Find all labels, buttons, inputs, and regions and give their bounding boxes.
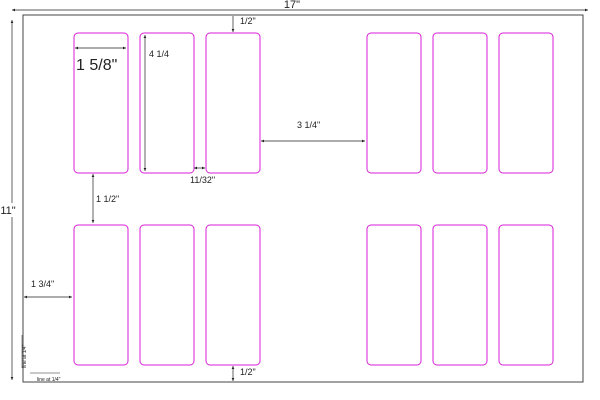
center-gap-dimension: 3 1/4" <box>261 120 365 143</box>
label-outline-r1-c6 <box>498 32 554 174</box>
column-gap-dimension: 11/32" <box>190 166 215 185</box>
corner-note-vertical: line at 1/4" <box>22 344 28 368</box>
label-outline-r1-c3 <box>205 32 261 174</box>
corner-notes: line at 1/4" line at 1/4" <box>21 335 61 383</box>
sheet-width-label: 17" <box>284 0 300 11</box>
label-outline-r2-c3 <box>205 224 261 366</box>
label-height-dimension: 4 1/4 <box>143 35 169 171</box>
top-margin-dimension: 1/2" <box>231 16 256 32</box>
label-outline-r2-c4 <box>366 224 422 366</box>
label-outline-r1-c1 <box>73 32 129 174</box>
label-outline-r2-c5 <box>432 224 488 366</box>
row-gap-dimension: 1 1/2" <box>91 174 119 223</box>
label-width-text: 1 5/8" <box>76 57 117 74</box>
corner-note-horizontal: line at 1/4" <box>37 377 61 383</box>
sheet-width-dimension: 17" <box>12 0 588 12</box>
top-margin-text: 1/2" <box>240 16 256 26</box>
sheet-height-dimension: 11" <box>0 20 16 380</box>
label-outline-r1-c2 <box>139 32 195 174</box>
label-outline-r1-c5 <box>432 32 488 174</box>
left-margin-text: 1 3/4" <box>31 279 54 289</box>
bottom-margin-text: 1/2" <box>240 367 256 377</box>
label-outline-r2-c1 <box>73 224 129 366</box>
bottom-margin-dimension: 1/2" <box>231 366 256 381</box>
label-outline-r1-c4 <box>366 32 422 174</box>
row-gap-text: 1 1/2" <box>96 194 119 204</box>
column-gap-text: 11/32" <box>190 175 215 185</box>
left-margin-dimension: 1 3/4" <box>24 279 72 299</box>
center-gap-text: 3 1/4" <box>297 120 320 130</box>
label-outline-r2-c6 <box>498 224 554 366</box>
label-outline-r2-c2 <box>139 224 195 366</box>
label-width-dimension: 1 5/8" <box>75 46 126 74</box>
label-height-text: 4 1/4 <box>149 49 169 59</box>
label-grid <box>73 32 554 366</box>
sheet-border <box>22 14 584 383</box>
sheet-height-label: 11" <box>0 205 15 217</box>
